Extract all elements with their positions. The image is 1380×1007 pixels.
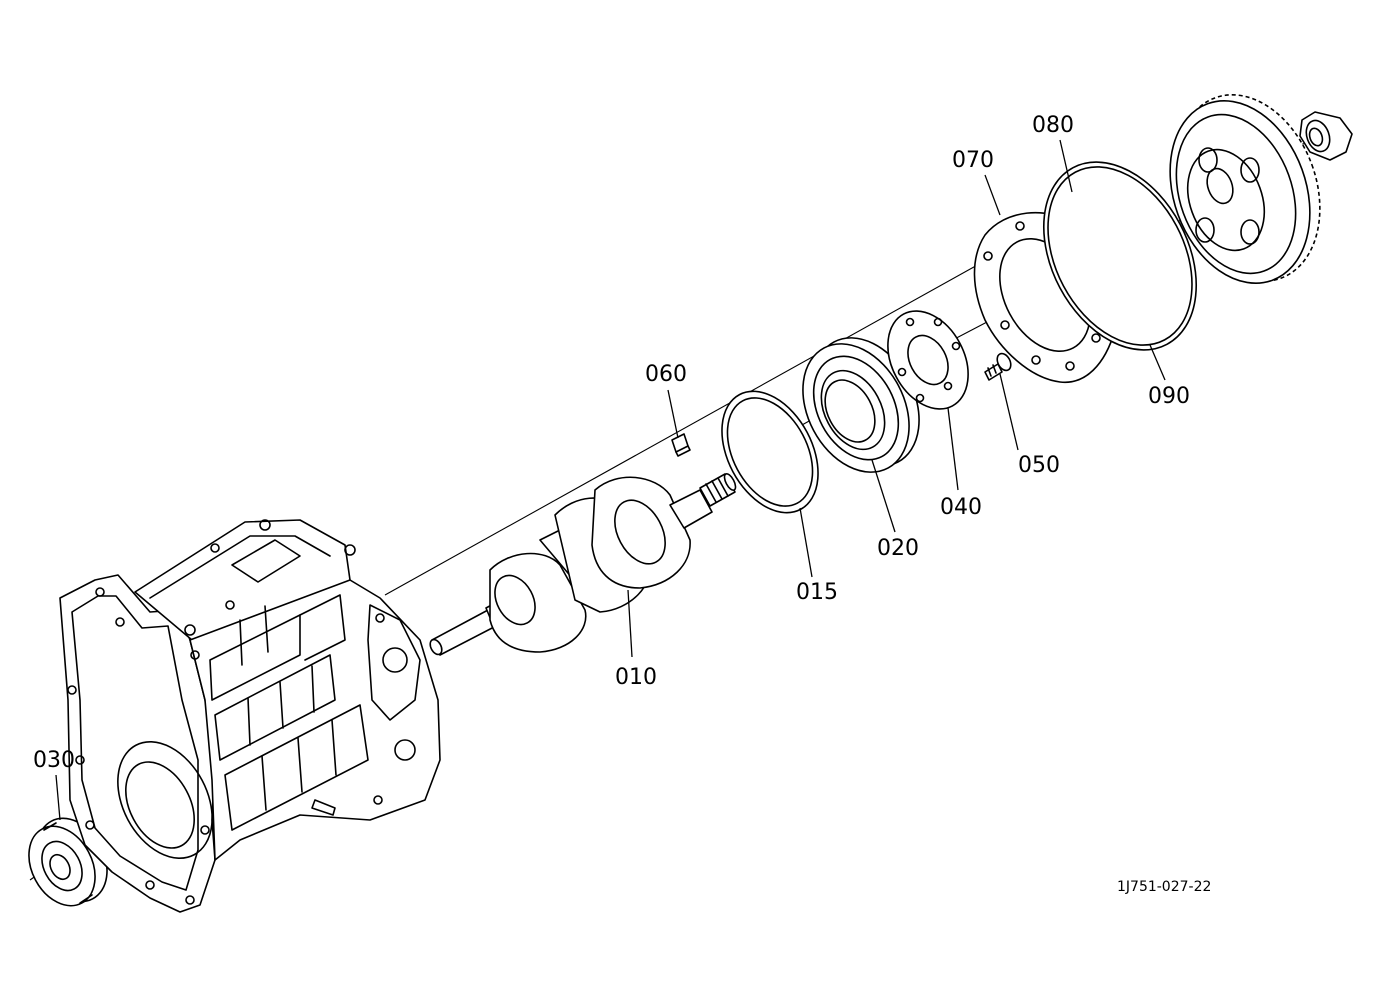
crank-gear <box>1169 94 1321 284</box>
crankshaft-010 <box>429 473 737 656</box>
label-015: 015 <box>796 580 838 605</box>
label-030: 030 <box>33 748 75 773</box>
gear-case-housing <box>59 519 441 913</box>
label-080: 080 <box>1032 113 1074 138</box>
label-060: 060 <box>645 362 687 387</box>
retainer-plate-040 <box>887 310 969 410</box>
key-060 <box>671 433 691 457</box>
part-labels: 080 070 060 090 050 040 020 015 010 030 <box>33 113 1190 773</box>
label-070: 070 <box>952 148 994 173</box>
label-020: 020 <box>877 536 919 561</box>
screw-050 <box>984 352 1012 381</box>
label-090: 090 <box>1148 384 1190 409</box>
label-010: 010 <box>615 665 657 690</box>
leader-lines <box>55 139 1166 821</box>
label-050: 050 <box>1018 453 1060 478</box>
drawing-code: 1J751-027-22 <box>1117 879 1211 895</box>
label-040: 040 <box>940 495 982 520</box>
o-ring-090 <box>1042 161 1198 351</box>
gear-nut <box>1299 111 1353 161</box>
